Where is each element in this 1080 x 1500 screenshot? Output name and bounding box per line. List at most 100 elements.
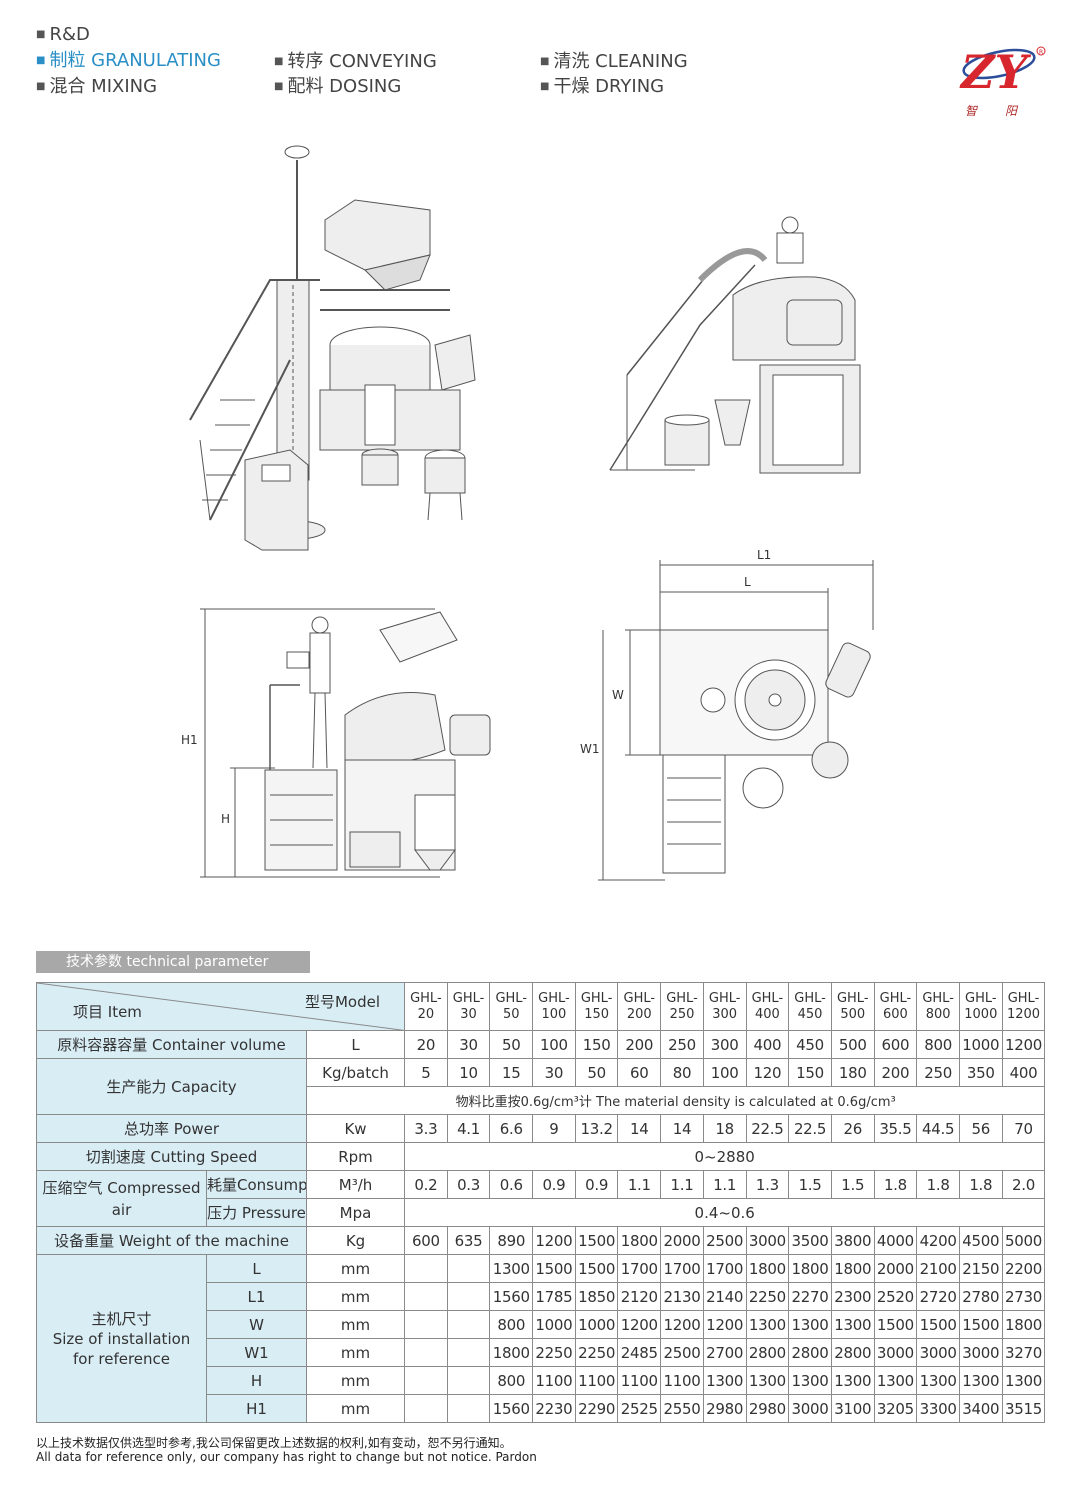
value-cell: 2100: [916, 1254, 960, 1283]
nav-cleaning[interactable]: ■清洗 CLEANING: [540, 51, 688, 72]
value-cell: 2550: [660, 1394, 704, 1423]
row-label-compressed-air: 压缩空气 Compressed air: [36, 1170, 207, 1227]
bullet-icon: ■: [36, 55, 46, 66]
nav-dosing[interactable]: ■配料 DOSING: [274, 76, 402, 97]
unit-cell: mm: [305, 1310, 406, 1339]
model-size: 300: [712, 1006, 738, 1022]
value-cell: 1560: [489, 1282, 534, 1311]
nav-rd[interactable]: ■R&D: [36, 24, 90, 45]
value-cell: 1300: [788, 1310, 832, 1339]
model-prefix: GHL-: [580, 990, 613, 1006]
value-cell: 3800: [830, 1226, 875, 1255]
unit-cell: Mpa: [305, 1198, 406, 1227]
value-cell: [404, 1338, 448, 1367]
value-cell: 1800: [489, 1338, 534, 1367]
model-size: 450: [797, 1006, 823, 1022]
value-cell: 3000: [745, 1226, 790, 1255]
value-cell: 2800: [788, 1338, 832, 1367]
model-header-cell: GHL-200: [617, 982, 662, 1031]
svg-text:R: R: [1039, 49, 1043, 56]
dimension-label: H1: [206, 1394, 307, 1423]
value-cell: 0.2: [404, 1170, 448, 1199]
value-cell: 1800: [1001, 1310, 1046, 1339]
value-cell: 1200: [702, 1310, 747, 1339]
row-label-capacity: 生产能力 Capacity: [36, 1058, 307, 1115]
model-size: 200: [626, 1006, 652, 1022]
nav-conveying[interactable]: ■转序 CONVEYING: [274, 51, 437, 72]
value-cell: 1.8: [873, 1170, 918, 1199]
value-cell: 0.3: [446, 1170, 491, 1199]
value-cell: 70: [1001, 1114, 1046, 1143]
disclaimer: 以上技术数据仅供选型时参考,我公司保留更改上述数据的权利,如有变动，恕不另行通知…: [36, 1436, 537, 1464]
bullet-icon: ■: [274, 81, 284, 92]
value-cell: 3205: [873, 1394, 918, 1423]
value-cell: 150: [788, 1058, 832, 1087]
model-size: 600: [883, 1006, 908, 1022]
svg-text:ZY: ZY: [959, 45, 1032, 99]
model-header-cell: GHL-250: [660, 982, 704, 1031]
value-cell: 1300: [702, 1366, 747, 1395]
value-cell: 500: [830, 1030, 875, 1059]
value-cell: 3000: [873, 1338, 918, 1367]
unit-cell: mm: [305, 1338, 406, 1367]
dimension-label: H: [206, 1366, 307, 1395]
value-cell: [404, 1366, 448, 1395]
value-cell: 3000: [958, 1338, 1003, 1367]
item-header: 项目 Item: [73, 1003, 142, 1021]
model-size: 400: [754, 1006, 780, 1022]
section-title: 技术参数 technical parameter: [36, 951, 310, 973]
value-cell: 200: [617, 1030, 662, 1059]
value-cell: 800: [489, 1310, 534, 1339]
nav-granulating[interactable]: ■制粒 GRANULATING: [36, 50, 221, 71]
value-cell: 250: [916, 1058, 960, 1087]
density-note: 物料比重按0.6g/cm³计 The material density is c…: [305, 1086, 1046, 1115]
value-cell: 2290: [574, 1394, 619, 1423]
value-cell: 44.5: [916, 1114, 960, 1143]
value-cell: 1785: [532, 1282, 576, 1311]
value-cell: [404, 1254, 448, 1283]
machine-side-perspective-drawing: [609, 216, 861, 474]
machine-isometric-drawing: [189, 145, 476, 551]
value-cell: 2500: [660, 1338, 704, 1367]
model-prefix: GHL-: [708, 990, 741, 1006]
value-cell: 1800: [617, 1226, 662, 1255]
dim-label-h: H: [221, 812, 231, 826]
value-cell: 250: [660, 1030, 704, 1059]
value-cell: 100: [532, 1030, 576, 1059]
value-cell: 3.3: [404, 1114, 448, 1143]
model-header-cell: GHL-150: [574, 982, 619, 1031]
value-cell: 4000: [873, 1226, 918, 1255]
value-cell: 18: [702, 1114, 747, 1143]
value-cell: 2800: [830, 1338, 875, 1367]
unit-cell: mm: [305, 1366, 406, 1395]
value-cell: 2520: [873, 1282, 918, 1311]
value-cell: 1000: [958, 1030, 1003, 1059]
nav-mixing[interactable]: ■混合 MIXING: [36, 76, 158, 97]
value-cell: 1800: [788, 1254, 832, 1283]
value-cell: 1100: [532, 1366, 576, 1395]
value-cell: [404, 1282, 448, 1311]
value-cell: 4500: [958, 1226, 1003, 1255]
value-cell: 1800: [745, 1254, 790, 1283]
size-label-line: Size of installation: [52, 1329, 191, 1348]
value-cell: 4.1: [446, 1114, 491, 1143]
value-cell: 1500: [574, 1226, 619, 1255]
bullet-icon: ■: [540, 81, 550, 92]
dimension-label: W1: [206, 1338, 307, 1367]
value-cell: 35.5: [873, 1114, 918, 1143]
dim-label-h1: H1: [181, 733, 198, 747]
model-prefix: GHL-: [410, 990, 442, 1006]
value-cell: 2780: [958, 1282, 1003, 1311]
nav-drying[interactable]: ■干燥 DRYING: [540, 76, 665, 97]
value-cell: 30: [446, 1030, 491, 1059]
value-cell: 1100: [660, 1366, 704, 1395]
value-cell: 2120: [617, 1282, 662, 1311]
value-cell: 350: [958, 1058, 1003, 1087]
unit-cell: mm: [305, 1394, 406, 1423]
